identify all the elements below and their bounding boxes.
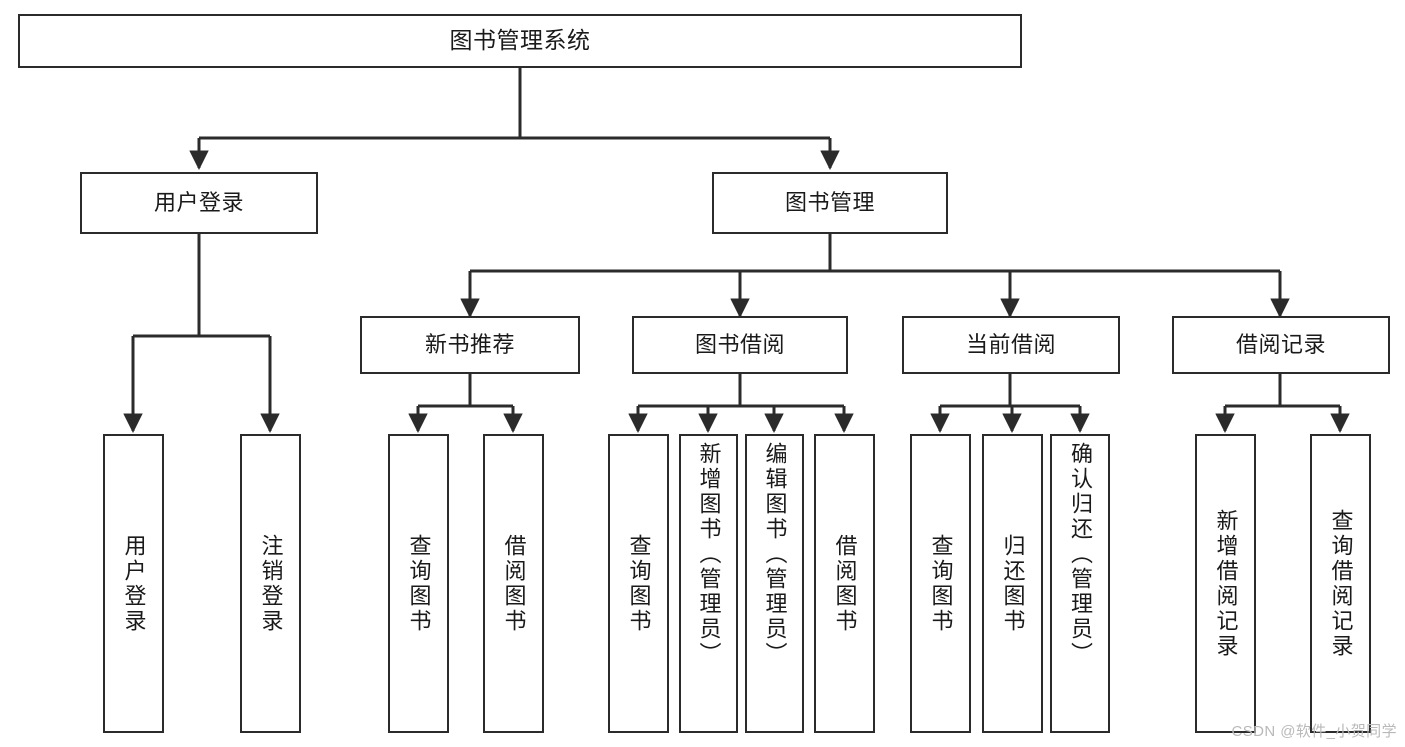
node-label: 确认归还（管理员）	[1067, 442, 1093, 667]
node-label: 借阅图书	[501, 533, 527, 634]
node-label: 用户登录	[153, 189, 244, 215]
node-label: 新增图书（管理员）	[696, 442, 722, 667]
node-leaf-borrow-book-recommend[interactable]: 借阅图书	[483, 434, 544, 733]
node-leaf-query-borrow-record[interactable]: 查询借阅记录	[1310, 434, 1371, 733]
node-book-management[interactable]: 图书管理	[712, 172, 948, 234]
node-leaf-query-book-current[interactable]: 查询图书	[910, 434, 971, 733]
node-leaf-edit-book-admin[interactable]: 编辑图书（管理员）	[745, 434, 804, 733]
node-label: 当前借阅	[965, 331, 1056, 357]
node-label: 查询图书	[928, 533, 954, 634]
node-label: 编辑图书（管理员）	[762, 442, 788, 667]
node-label: 借阅记录	[1235, 331, 1326, 357]
node-leaf-add-book-admin[interactable]: 新增图书（管理员）	[679, 434, 738, 733]
node-label: 查询图书	[626, 533, 652, 634]
node-label: 图书管理	[784, 189, 875, 215]
node-label: 图书管理系统	[449, 27, 591, 54]
node-leaf-return-book[interactable]: 归还图书	[982, 434, 1043, 733]
node-leaf-user-login[interactable]: 用户登录	[103, 434, 164, 733]
node-leaf-logout[interactable]: 注销登录	[240, 434, 301, 733]
node-new-book-recommend[interactable]: 新书推荐	[360, 316, 580, 374]
node-root-book-management-system[interactable]: 图书管理系统	[18, 14, 1022, 68]
node-leaf-query-book-recommend[interactable]: 查询图书	[388, 434, 449, 733]
node-current-borrow[interactable]: 当前借阅	[902, 316, 1120, 374]
node-label: 查询借阅记录	[1328, 508, 1354, 659]
node-label: 借阅图书	[832, 533, 858, 634]
node-user-login[interactable]: 用户登录	[80, 172, 318, 234]
node-label: 新增借阅记录	[1213, 508, 1239, 659]
node-label: 查询图书	[406, 533, 432, 634]
node-label: 注销登录	[258, 533, 284, 634]
node-label: 新书推荐	[424, 331, 515, 357]
node-leaf-confirm-return-admin[interactable]: 确认归还（管理员）	[1050, 434, 1110, 733]
node-leaf-query-book-borrow[interactable]: 查询图书	[608, 434, 669, 733]
node-leaf-add-borrow-record[interactable]: 新增借阅记录	[1195, 434, 1256, 733]
node-borrow-record[interactable]: 借阅记录	[1172, 316, 1390, 374]
node-leaf-borrow-book[interactable]: 借阅图书	[814, 434, 875, 733]
node-label: 图书借阅	[694, 331, 785, 357]
node-label: 用户登录	[121, 533, 147, 634]
csdn-watermark: CSDN @软件_小贺同学	[1231, 723, 1397, 740]
node-book-borrow[interactable]: 图书借阅	[632, 316, 848, 374]
node-label: 归还图书	[1000, 533, 1026, 634]
